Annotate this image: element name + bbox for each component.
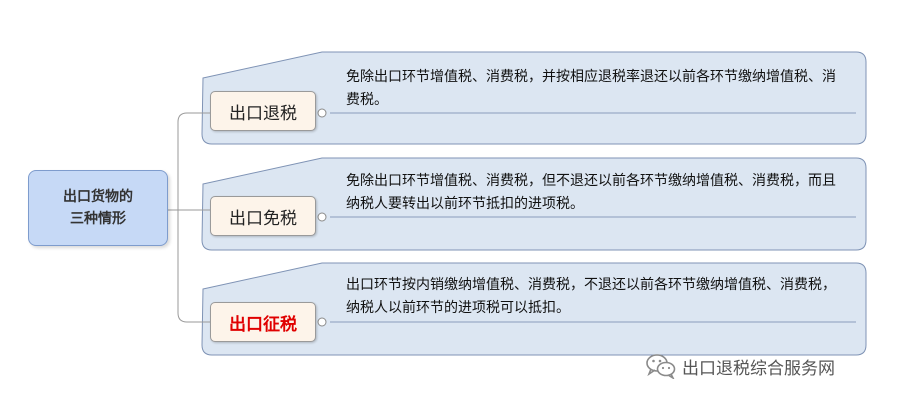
branch-text-1: 免除出口环节增值税、消费税，并按相应退税率退还以前各环节缴纳增值税、消费税。 [346, 69, 836, 108]
branch-label-2[interactable]: 出口免税 [210, 196, 316, 236]
watermark: 出口退税综合服务网 [646, 352, 835, 380]
branch-connector-1 [177, 112, 210, 210]
branch-label-1[interactable]: 出口退税 [210, 91, 316, 131]
branch-connector-3 [177, 210, 210, 323]
root-label: 出口货物的三种情形 [58, 186, 138, 230]
branch-label-3[interactable]: 出口征税 [210, 302, 316, 342]
wechat-icon [646, 354, 676, 379]
root-label-line2: 三种情形 [70, 211, 126, 227]
branch-panel-2 [201, 157, 867, 251]
branch-text-2: 免除出口环节增值税、消费税，但不退还以前各环节缴纳增值税、消费税，而且纳税人要转… [346, 173, 836, 212]
branch-panel-1 [201, 51, 867, 145]
branch-text-3: 出口环节按内销缴纳增值税、消费税，不退还以前各环节缴纳增值税、消费税，纳税人以前… [346, 277, 836, 316]
collapse-circle-1[interactable] [317, 108, 327, 118]
collapse-circle-2[interactable] [317, 212, 327, 222]
root-node[interactable]: 出口货物的三种情形 [28, 170, 168, 246]
watermark-text: 出口退税综合服务网 [682, 358, 835, 379]
root-label-line1: 出口货物的 [63, 189, 133, 205]
collapse-circle-3[interactable] [317, 317, 327, 327]
branch-panel-3 [201, 262, 867, 356]
